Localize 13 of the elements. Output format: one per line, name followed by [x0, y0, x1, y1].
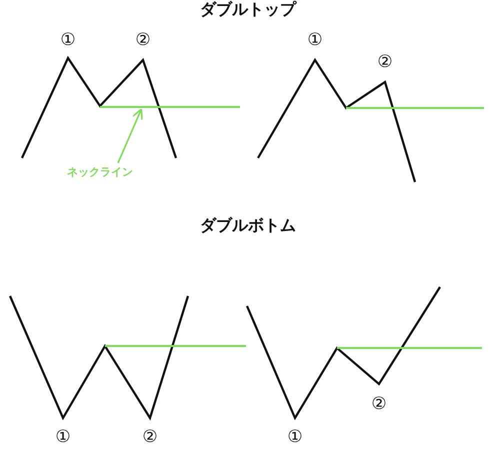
peak-number: ② — [377, 52, 393, 72]
leader-arrow — [117, 108, 143, 164]
peak-number: ② — [142, 427, 158, 447]
section-heading: ダブルボトム — [200, 216, 296, 236]
peak-number: ① — [287, 427, 303, 447]
neckline — [100, 106, 240, 108]
peak-number: ② — [135, 30, 151, 50]
peak-number: ② — [371, 394, 387, 414]
peak-number: ① — [55, 427, 71, 447]
section-heading: ダブルトップ — [200, 0, 296, 20]
peak-number: ① — [60, 30, 76, 50]
peak-number: ① — [307, 30, 323, 50]
callout-label: ネックライン — [67, 164, 133, 180]
